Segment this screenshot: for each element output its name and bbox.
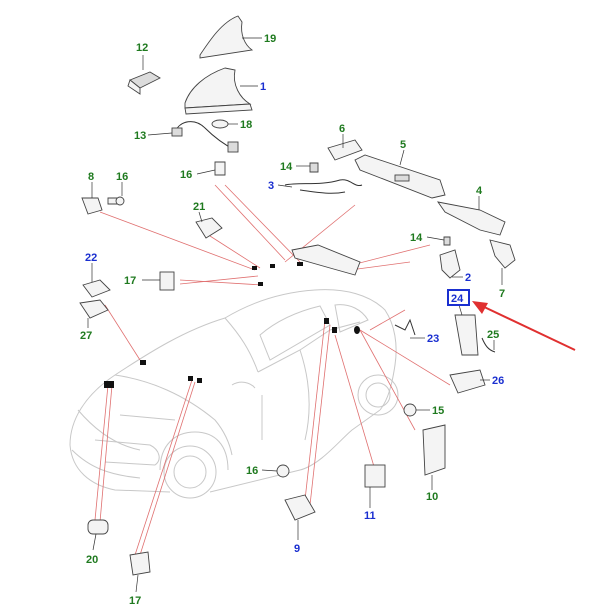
part-sensor-8 (81, 197, 103, 215)
part-harness-23 (394, 318, 416, 336)
part-bracket-2 (439, 249, 461, 279)
callout-15: 15 (432, 405, 444, 417)
callout-20: 20 (86, 554, 98, 566)
callout-14-a: 14 (280, 161, 293, 173)
callout-23: 23 (427, 333, 439, 345)
part-module-12 (127, 71, 161, 95)
part-bracket-9 (284, 494, 316, 521)
callout-8: 8 (88, 171, 94, 183)
part-grommet-15 (403, 403, 417, 417)
part-module-22 (82, 279, 111, 298)
part-roof-console (291, 244, 361, 276)
location-dots (104, 262, 360, 388)
part-rail-7 (489, 239, 516, 269)
leader-lines (87, 37, 503, 593)
vehicle-outline (69, 289, 399, 499)
red-arrow (472, 301, 576, 351)
part-bracket-6 (327, 139, 363, 161)
callout-1: 1 (260, 81, 266, 93)
part-trim-4 (436, 201, 506, 236)
callout-10: 10 (426, 491, 438, 503)
callout-19: 19 (264, 33, 276, 45)
part-trim-5 (354, 154, 446, 199)
part-cylinder-20 (87, 519, 109, 535)
location-lines (94, 184, 451, 556)
callout-11: 11 (364, 510, 376, 522)
callout-24: 24 (451, 293, 464, 305)
part-sensor-25 (481, 337, 496, 353)
part-module-24 (454, 314, 479, 356)
callout-24-highlight-box (447, 289, 470, 306)
part-switch-17a (159, 271, 175, 291)
part-module-10 (422, 424, 446, 476)
part-clip-14b (443, 236, 451, 246)
callout-14-b: 14 (410, 232, 423, 244)
callout-3: 3 (268, 180, 274, 192)
part-bracket-17b (129, 551, 151, 576)
callout-18: 18 (240, 119, 252, 131)
callout-12: 12 (136, 42, 148, 54)
part-antenna (184, 67, 253, 115)
part-grommet-16c (276, 464, 290, 478)
callout-17-a: 17 (124, 275, 136, 287)
part-harness-3 (284, 179, 363, 194)
part-connector-16a (214, 161, 226, 176)
callout-13: 13 (134, 130, 146, 142)
part-gasket (211, 119, 229, 129)
callout-16-a: 16 (116, 171, 128, 183)
callout-22: 22 (85, 252, 97, 264)
callout-2: 2 (465, 272, 471, 284)
callout-27: 27 (80, 330, 92, 342)
part-clip-14a (309, 162, 319, 173)
callout-5: 5 (400, 139, 406, 151)
part-module-11 (364, 464, 386, 488)
part-module-26 (449, 369, 486, 394)
callout-4: 4 (476, 185, 483, 197)
part-bracket-27 (79, 299, 109, 319)
callout-17-b: 17 (129, 595, 141, 607)
part-module-21 (195, 217, 223, 239)
callout-6: 6 (339, 123, 345, 135)
callout-9: 9 (294, 543, 300, 555)
callout-25: 25 (487, 329, 499, 341)
callout-21: 21 (193, 201, 205, 213)
part-bolt-16b (107, 196, 125, 206)
part-shark-fin-cover (199, 15, 254, 59)
callout-7: 7 (499, 288, 505, 300)
callout-16-c: 16 (246, 465, 258, 477)
callout-26: 26 (492, 375, 504, 387)
callout-labels: 19 12 1 18 13 6 5 14 3 8 16 16 4 21 14 2… (80, 33, 505, 607)
part-cable (171, 121, 239, 153)
callout-16-b: 16 (180, 169, 192, 181)
